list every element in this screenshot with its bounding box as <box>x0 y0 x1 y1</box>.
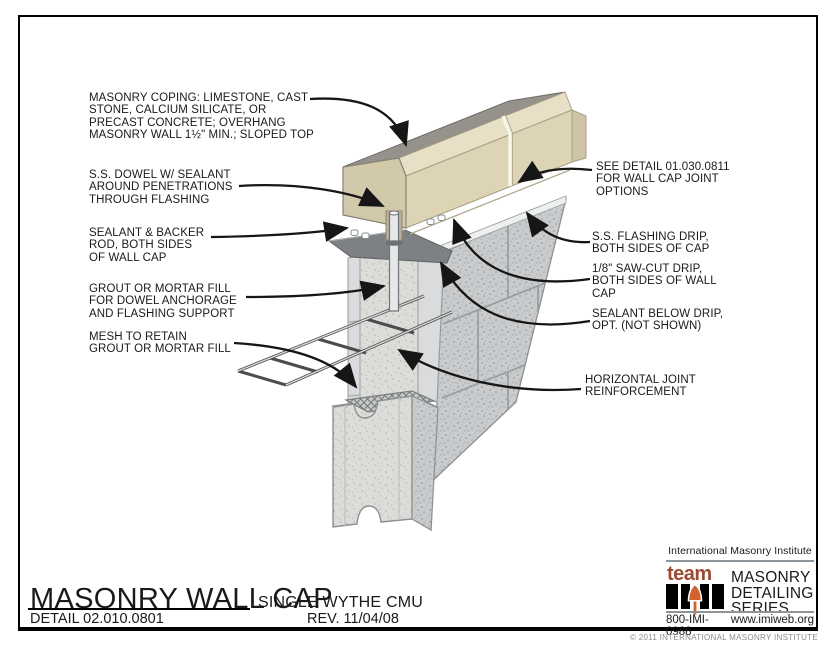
horizontal-joint-reinforcement <box>237 294 453 387</box>
team-wordmark: team <box>667 564 712 585</box>
backer-rod-mark <box>437 214 446 221</box>
leader-sealant-below-drip <box>439 261 591 326</box>
leader-flashing-drip <box>525 211 591 244</box>
label-grout-fill: GROUT OR MORTAR FILL FOR DOWEL ANCHORAGE… <box>89 283 237 320</box>
title-underline <box>28 608 250 610</box>
leader-mesh <box>233 341 358 389</box>
cap-joint <box>501 115 512 186</box>
leader-grout-fill <box>245 280 387 301</box>
reinforcement-rung <box>269 356 319 374</box>
leader-saw-cut-drip <box>452 218 591 283</box>
leader-ss-dowel <box>238 183 385 208</box>
brand-rule <box>666 560 814 562</box>
label-cap-joint-detail: SEE DETAIL 01.030.0811 FOR WALL CAP JOIN… <box>596 161 730 198</box>
cap-joint-edge <box>505 114 513 185</box>
trowel-handle <box>693 601 697 615</box>
imi-blocks-icon <box>666 584 724 609</box>
team-imi-logo-icon: team <box>666 564 724 615</box>
label-sealant-backer-rod: SEALANT & BACKER ROD, BOTH SIDES OF WALL… <box>89 227 205 264</box>
detail-number: DETAIL 02.010.0801 <box>30 611 164 627</box>
contact-row: 800-IMI-0988 www.imiweb.org <box>666 614 814 638</box>
trowel-icon <box>689 585 701 600</box>
series-title: MASONRY DETAILING SERIES <box>731 569 814 617</box>
leader-masonry-coping <box>309 97 409 147</box>
shell-bed-joint-mark <box>347 394 361 397</box>
leader-sealant-backer-rod <box>210 221 350 242</box>
leader-cap-joint-detail <box>517 160 593 184</box>
reinforcement-rung <box>365 317 415 335</box>
dowel-shaft <box>388 212 400 312</box>
cap-right-end-face <box>571 109 587 163</box>
sheet-border <box>18 15 818 631</box>
face-shell-left-cut <box>347 255 361 405</box>
reinforcement-rung <box>317 337 367 355</box>
label-masonry-coping: MASONRY COPING: LIMESTONE, CAST STONE, C… <box>89 92 314 142</box>
sheet-subtitle: SINGLE WYTHE CMU <box>258 594 423 611</box>
sealant-backer-rod <box>350 214 446 239</box>
label-joint-reinforcement: HORIZONTAL JOINT REINFORCEMENT <box>585 374 696 399</box>
label-ss-dowel: S.S. DOWEL W/ SEALANT AROUND PENETRATION… <box>89 169 233 206</box>
label-sealant-below-drip: SEALANT BELOW DRIP, OPT. (NOT SHOWN) <box>592 308 724 333</box>
dowel-top <box>389 210 399 216</box>
copyright-notice: © 2011 INTERNATIONAL MASONRY INSTITUTE <box>630 633 818 642</box>
reinforcement-rung <box>237 369 287 387</box>
brand-rule <box>666 611 814 613</box>
backer-rod-mark <box>350 229 359 236</box>
masonry-coping-cap <box>342 91 587 235</box>
block-side-face <box>411 395 439 532</box>
leader-lines <box>210 97 593 392</box>
dowel-sealant-collar <box>385 240 403 246</box>
backer-rod-mark <box>361 232 370 239</box>
phone-number: 800-IMI-0988 <box>666 614 709 638</box>
website-url: www.imiweb.org <box>730 614 814 626</box>
institute-name: International Masonry Institute <box>668 545 812 557</box>
label-saw-cut-drip: 1/8" SAW-CUT DRIP, BOTH SIDES OF WALL CA… <box>592 263 717 300</box>
cmu-block-bottom <box>331 390 440 532</box>
backer-rod-mark <box>426 218 435 225</box>
label-mesh: MESH TO RETAIN GROUT OR MORTAR FILL <box>89 331 231 356</box>
ss-dowel <box>385 210 403 312</box>
reinforcement-rail-highlight <box>285 311 453 386</box>
revision-date: REV. 11/04/08 <box>307 611 399 627</box>
label-flashing-drip: S.S. FLASHING DRIP, BOTH SIDES OF CAP <box>592 231 710 256</box>
leader-joint-reinforcement <box>397 348 582 392</box>
